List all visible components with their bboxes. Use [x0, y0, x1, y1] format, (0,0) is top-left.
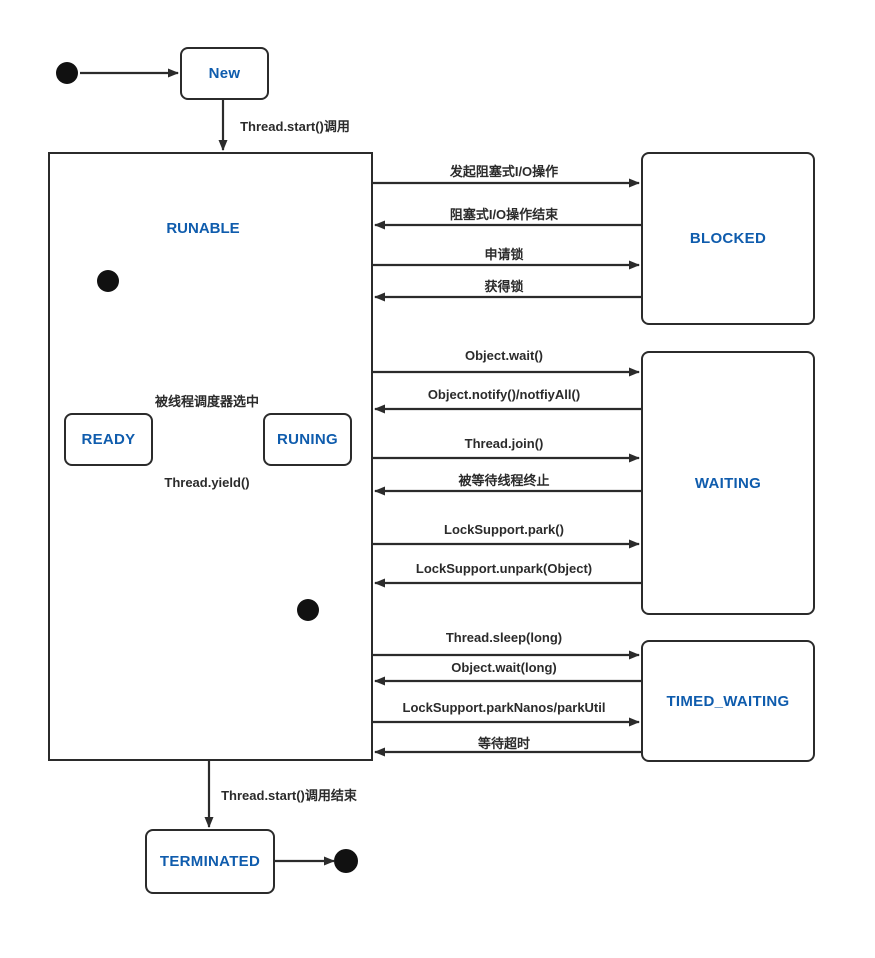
- edge-label-waiting-1: Object.notify()/notfiyAll(): [427, 387, 581, 402]
- edge-label-waiting-2: Thread.join(): [464, 436, 544, 451]
- edge-label-timed-3: 等待超时: [477, 736, 531, 751]
- runable-final-dot: [297, 599, 319, 621]
- state-new[interactable]: New: [180, 47, 269, 100]
- state-terminated[interactable]: TERMINATED: [145, 829, 275, 894]
- edge-label-blocked-3: 获得锁: [484, 279, 524, 294]
- edge-label-blocked-2: 申请锁: [484, 247, 524, 262]
- edge-label-yield: Thread.yield(): [164, 475, 250, 490]
- edge-label-blocked-0: 发起阻塞式I/O操作: [449, 164, 559, 179]
- state-new-label: New: [208, 65, 241, 82]
- edge-label-timed-1: Object.wait(long): [451, 660, 557, 675]
- state-runable-label: RUNABLE: [166, 220, 240, 237]
- edge-label-scheduled: 被线程调度器选中: [154, 394, 260, 409]
- state-runing[interactable]: RUNING: [263, 413, 352, 466]
- state-runing-label: RUNING: [277, 431, 338, 448]
- state-ready[interactable]: READY: [64, 413, 153, 466]
- state-ready-label: READY: [81, 431, 136, 448]
- state-timed-waiting-label: TIMED_WAITING: [666, 692, 790, 710]
- state-terminated-label: TERMINATED: [159, 853, 261, 870]
- edge-label-waiting-0: Object.wait(): [464, 348, 544, 363]
- edge-label-blocked-1: 阻塞式I/O操作结束: [449, 207, 559, 222]
- state-blocked-label: BLOCKED: [689, 230, 767, 247]
- state-blocked[interactable]: BLOCKED: [641, 152, 815, 325]
- state-waiting-label: WAITING: [694, 474, 762, 492]
- initial-state-dot: [56, 62, 78, 84]
- edge-label-timed-2: LockSupport.parkNanos/parkUtil: [402, 700, 606, 715]
- state-waiting[interactable]: WAITING: [641, 351, 815, 615]
- edge-label-start-call: Thread.start()调用: [240, 119, 350, 134]
- final-state-dot: [334, 849, 358, 873]
- edge-label-waiting-5: LockSupport.unpark(Object): [415, 561, 593, 576]
- edge-label-waiting-3: 被等待线程终止: [458, 473, 550, 488]
- state-timed-waiting[interactable]: TIMED_WAITING: [641, 640, 815, 762]
- runable-initial-dot: [97, 270, 119, 292]
- edge-label-start-call-end: Thread.start()调用结束: [221, 788, 357, 803]
- edge-label-waiting-4: LockSupport.park(): [444, 522, 564, 537]
- edge-label-timed-0: Thread.sleep(long): [445, 630, 563, 645]
